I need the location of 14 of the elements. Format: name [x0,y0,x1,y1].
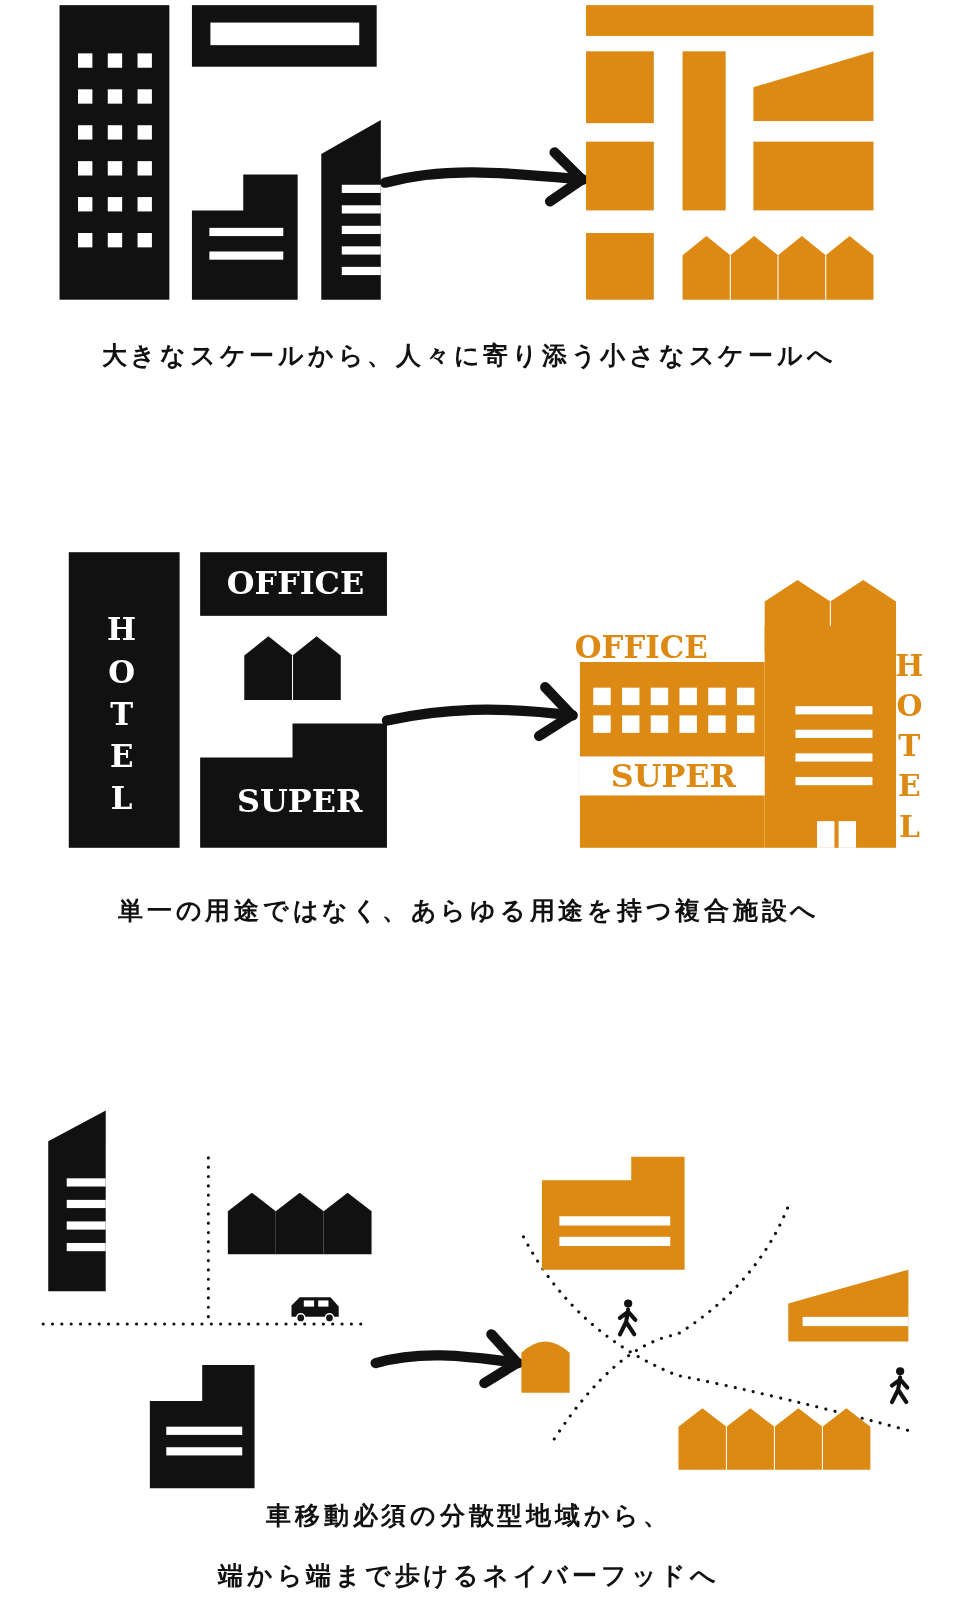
building-label: HOTEL [894,648,924,849]
building-block [200,723,387,848]
caption: 車移動必須の分散型地域から、 [265,1501,673,1532]
arrow [381,682,578,742]
building-label: OFFICE [226,567,365,600]
building-label: SUPER [610,760,737,793]
building-label: OFFICE [574,632,708,664]
building-block [200,552,387,616]
caption: 大きなスケールから、人々に寄り添う小さなスケールへ [100,341,838,372]
building-block [68,552,180,848]
caption: 単一の用途ではなく、あらゆる用途を持つ複合施設へ [117,896,822,926]
caption: 端から端まで歩けるネイバーフッドへ [216,1561,721,1591]
building-label: SUPER [237,785,363,817]
building-label: HOTEL [105,611,137,823]
